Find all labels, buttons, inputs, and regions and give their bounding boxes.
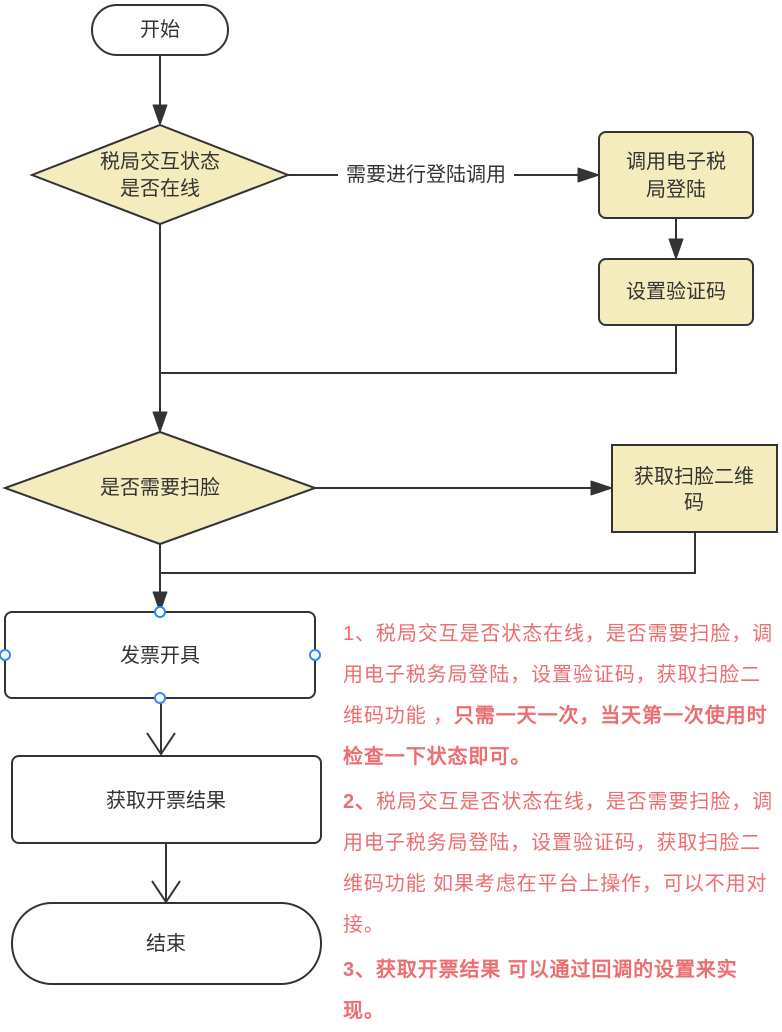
arrowhead-down-icon: [152, 591, 168, 613]
arrowhead-down-icon: [152, 411, 168, 433]
terminator-shape: [91, 4, 229, 56]
note-text: 用电子税务局登陆，设置验证码，获取扫脸二: [343, 832, 761, 854]
edge-label-text: 需要进行登陆调用: [346, 163, 506, 186]
decision-shape: [2, 430, 318, 546]
note-text: 维码功能 ，: [343, 705, 454, 727]
note-paragraph-2: 2、税局交互是否状态在线，是否需要扫脸，调 用电子税务局登陆，设置验证码，获取扫…: [343, 782, 773, 946]
decision-shape: [29, 123, 291, 226]
arrowhead-down-icon: [152, 104, 168, 126]
edge-label-login-required[interactable]: 需要进行登陆调用: [338, 162, 514, 188]
terminator-shape: [11, 902, 322, 985]
arrowhead-right-icon: [577, 167, 600, 183]
note-line: 2、税局交互是否状态在线，是否需要扫脸，调: [343, 782, 773, 823]
note-emphasis: 3、获取开票结果 可以通过回调的设置来实: [343, 959, 738, 981]
note-number: 2、: [343, 791, 376, 813]
note-paragraph-1: 1、税局交互是否状态在线，是否需要扫脸，调 用电子税务局登陆，设置验证码，获取扫…: [343, 614, 773, 778]
note-line: 1、税局交互是否状态在线，是否需要扫脸，调: [343, 614, 773, 655]
note-line: 3、获取开票结果 可以通过回调的设置来实: [343, 950, 773, 991]
note-line: 现。: [343, 991, 773, 1032]
node-label-line-2: 是否在线: [120, 177, 200, 200]
note-text: 税局交互是否状态在线，是否需要扫脸，调: [375, 791, 774, 813]
node-label: 发票开具: [120, 644, 200, 667]
node-label: 获取开票结果: [106, 789, 226, 812]
note-line: 维码功能 如果考虑在平台上操作，可以不用对: [343, 864, 773, 905]
process-shape: [611, 444, 778, 533]
note-text: 用电子税务局登陆，设置验证码，获取扫脸二: [343, 664, 761, 686]
open-arrowhead-down-icon: [146, 732, 176, 756]
annotation-notes: 1、税局交互是否状态在线，是否需要扫脸，调 用电子税务局登陆，设置验证码，获取扫…: [343, 614, 773, 1032]
node-label: 设置验证码: [626, 280, 726, 303]
node-qr-code[interactable]: 获取扫脸二维 码: [611, 444, 778, 533]
note-paragraph-3: 3、获取开票结果 可以通过回调的设置来实 现。: [343, 950, 773, 1032]
process-shape: [11, 755, 322, 844]
note-text: 维码功能 如果考虑在平台上操作，可以不用对: [343, 873, 768, 895]
note-emphasis: 现。: [343, 1000, 385, 1022]
note-line: 用电子税务局登陆，设置验证码，获取扫脸二: [343, 655, 773, 696]
node-label-line-1: 税局交互状态: [100, 150, 220, 173]
arrowhead-down-icon: [668, 238, 684, 260]
note-line: 用电子税务局登陆，设置验证码，获取扫脸二: [343, 823, 773, 864]
process-shape: [598, 258, 754, 326]
arrowhead-right-icon: [590, 480, 613, 496]
note-text: 1、税局交互是否状态在线，是否需要扫脸，调: [343, 623, 774, 645]
connection-handle-top[interactable]: [154, 606, 166, 618]
connection-handle-bottom[interactable]: [154, 692, 166, 704]
node-start[interactable]: 开始: [91, 4, 229, 56]
node-get-result[interactable]: 获取开票结果: [11, 755, 322, 844]
node-captcha[interactable]: 设置验证码: [598, 258, 754, 326]
connection-handle-left[interactable]: [0, 649, 11, 661]
edge-qr-code-to-merge: [160, 532, 696, 574]
node-label: 结束: [146, 932, 186, 955]
note-emphasis: 只需一天一次，当天第一次使用时: [453, 705, 768, 727]
connection-handle-right[interactable]: [309, 649, 321, 661]
node-online-check[interactable]: 税局交互状态 是否在线: [29, 123, 291, 226]
node-label-line-2: 码: [684, 492, 704, 514]
note-line: 维码功能 ，只需一天一次，当天第一次使用时: [343, 696, 773, 737]
edge-captcha-to-merge: [160, 325, 677, 374]
node-label-line-1: 获取扫脸二维: [634, 465, 754, 488]
node-issue-invoice[interactable]: 发票开具: [0, 606, 321, 704]
note-line: 接。: [343, 905, 773, 946]
edge-label-background: [338, 162, 514, 188]
note-text: 接。: [343, 914, 385, 936]
node-label: 是否需要扫脸: [100, 476, 220, 499]
node-label-line-2: 局登陆: [646, 178, 706, 201]
node-label-line-1: 调用电子税: [626, 150, 726, 173]
node-face-check[interactable]: 是否需要扫脸: [2, 430, 318, 546]
node-login[interactable]: 调用电子税 局登陆: [598, 131, 754, 219]
note-line: 检查一下状态即可。: [343, 737, 773, 778]
node-label: 开始: [140, 18, 180, 41]
note-emphasis: 检查一下状态即可。: [343, 746, 532, 768]
connectors: [146, 55, 696, 904]
process-shape: [598, 131, 754, 219]
node-end[interactable]: 结束: [11, 902, 322, 985]
